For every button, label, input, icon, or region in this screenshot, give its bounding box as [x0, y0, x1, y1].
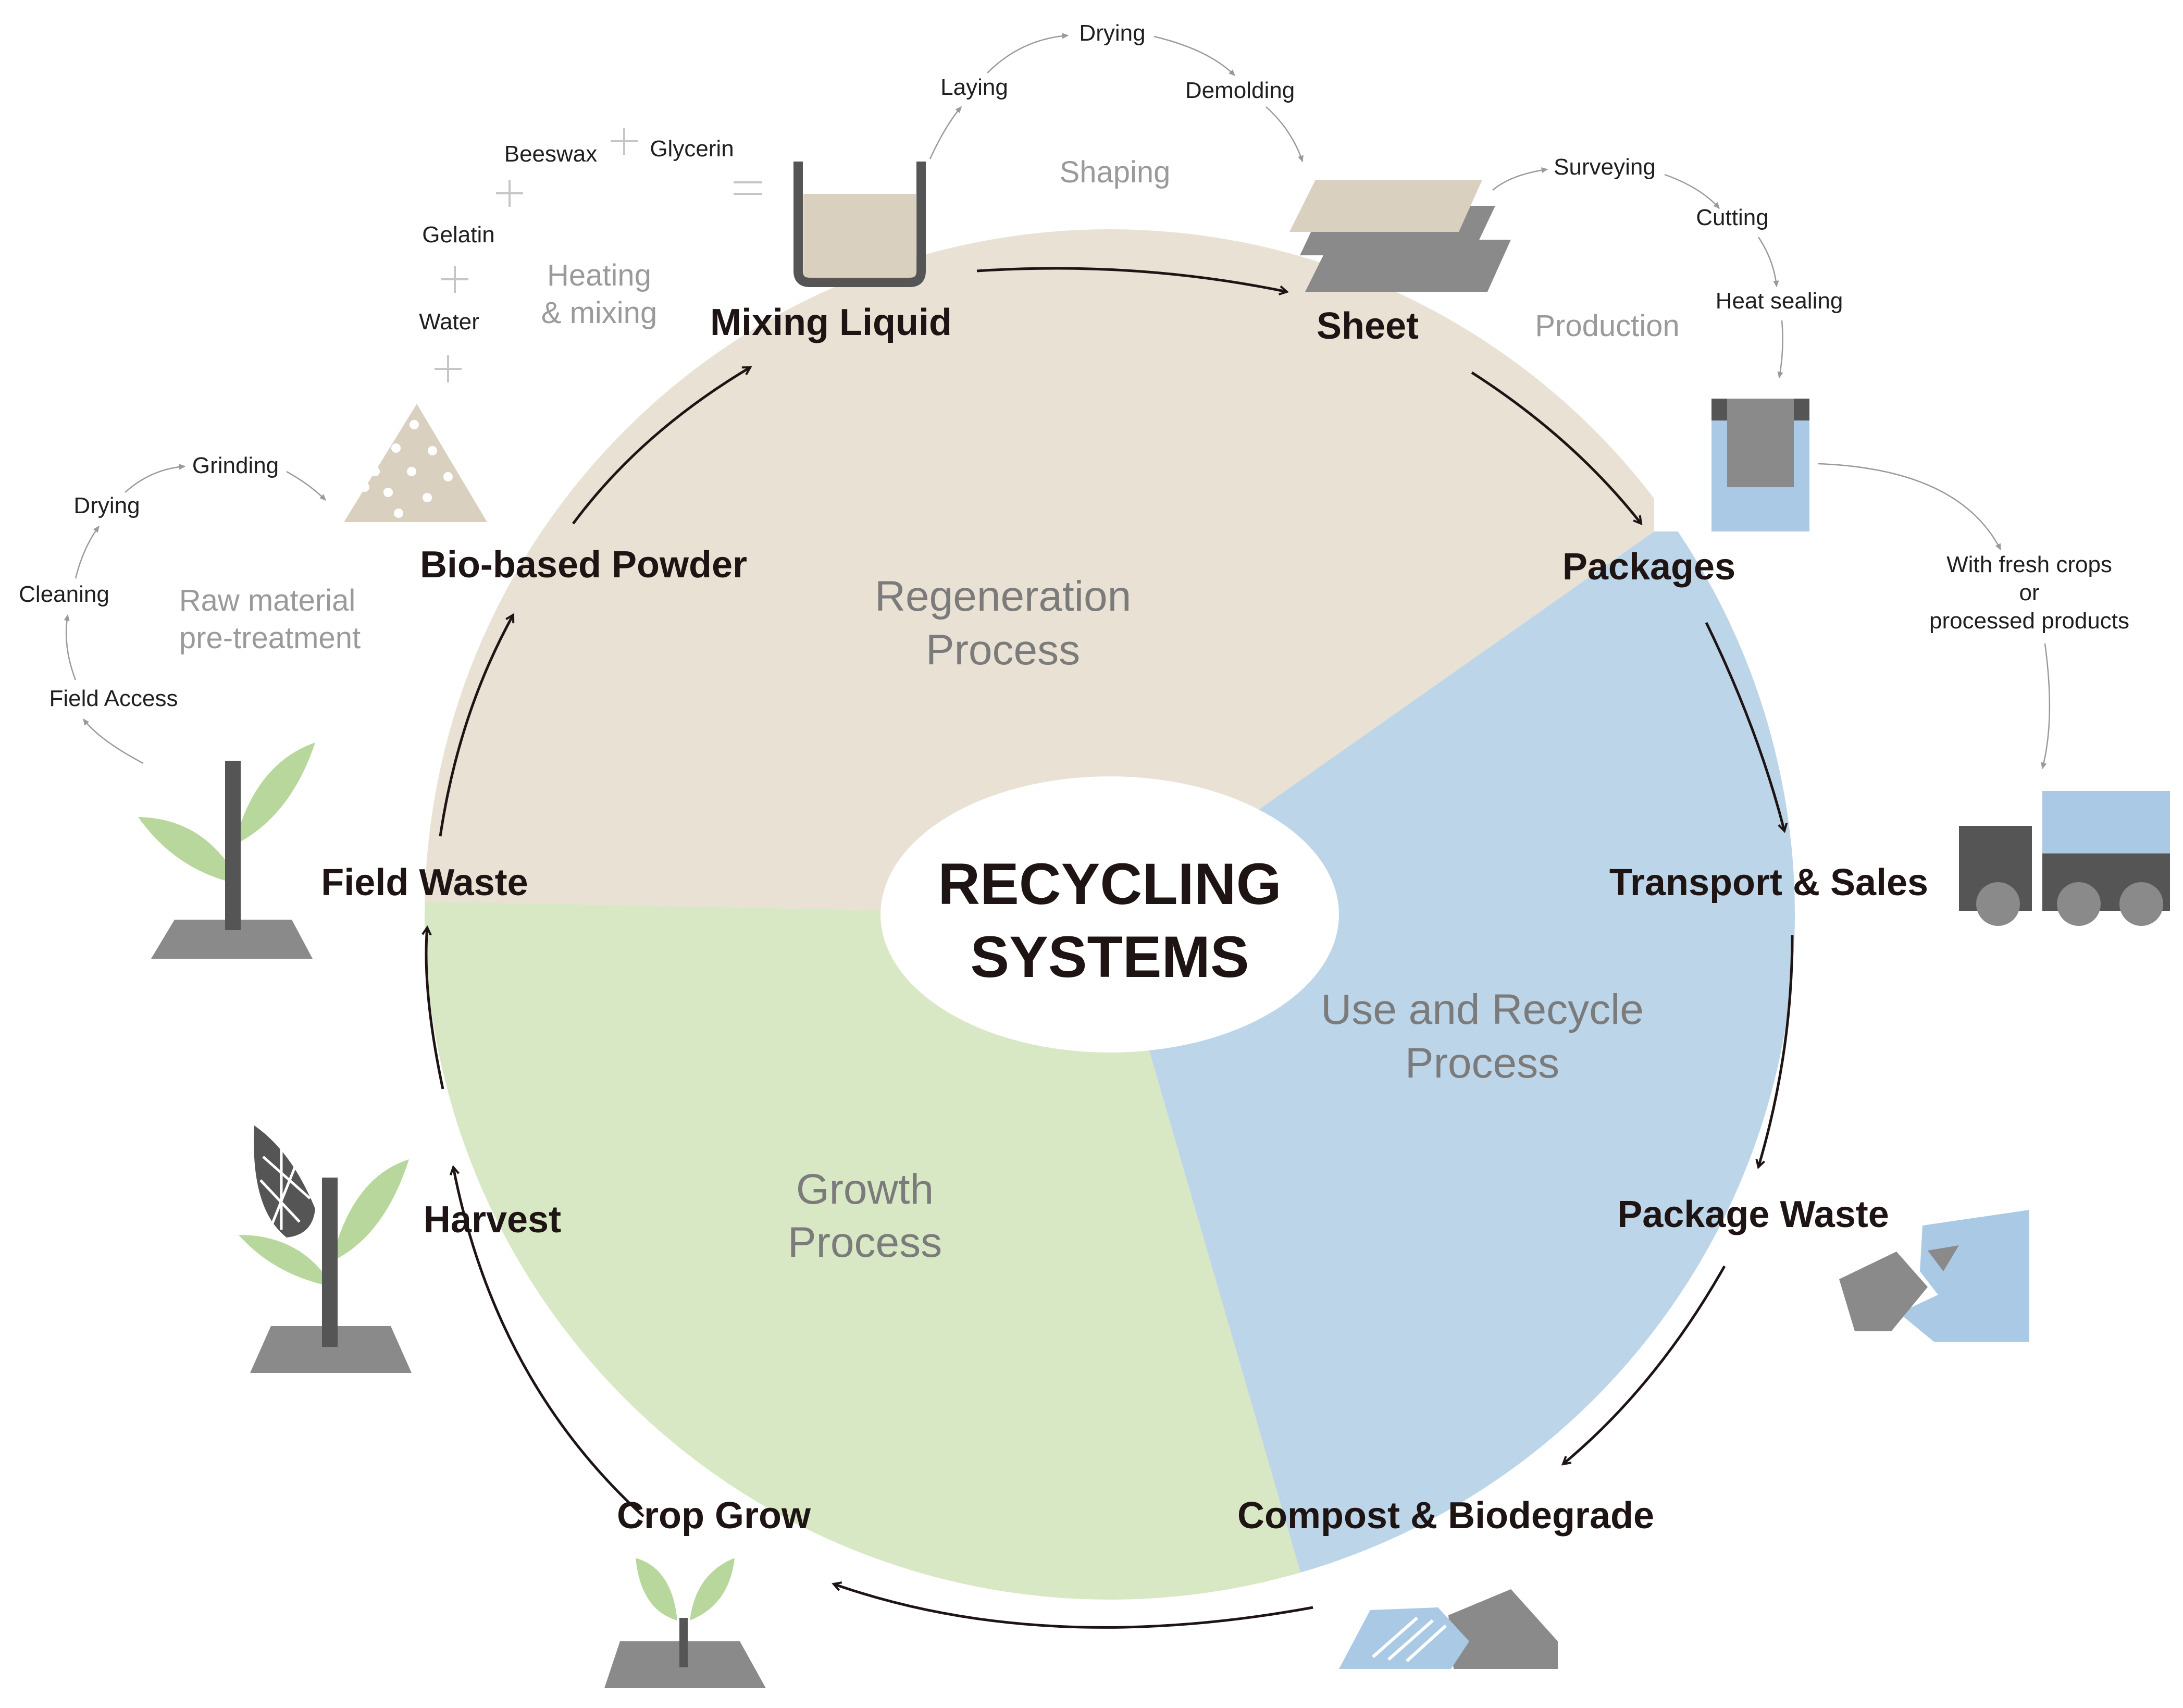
beaker-icon: [793, 162, 926, 287]
flow-laying-in: [929, 106, 962, 159]
node-harvest: Harvest: [424, 1199, 561, 1241]
use-recycle-sector: [1110, 531, 1795, 1600]
node-bio-based-powder: Bio-based Powder: [420, 544, 747, 586]
stage-heating-line2: & mixing: [541, 296, 657, 330]
node-crop-grow: Crop Grow: [617, 1495, 811, 1537]
growth-process-line2: Process: [788, 1219, 942, 1266]
stage-production: Production: [1535, 309, 1679, 343]
step-drying-left: Drying: [73, 493, 140, 518]
stage-raw-material-line1: Raw material: [179, 584, 355, 617]
step-surveying: Surveying: [1554, 154, 1656, 180]
arrow-to-mixing-liquid: [572, 366, 750, 525]
use-recycle-process-line2: Process: [1405, 1039, 1559, 1087]
regeneration-process-line2: Process: [926, 626, 1080, 674]
flow-note-truck: [2041, 643, 2051, 770]
arrow-to-sheet: [976, 267, 1287, 292]
step-grinding: Grinding: [192, 453, 279, 478]
flow-laying-drying: [987, 33, 1069, 73]
flow-drying-grinding: [125, 464, 186, 493]
field-plant-icon: [138, 742, 315, 959]
equals-sign: [734, 181, 762, 195]
flow-demolding-out: [1266, 106, 1304, 163]
ingredient-glycerin: Glycerin: [650, 136, 734, 162]
stage-shaping: Shaping: [1060, 155, 1171, 189]
flow-drying-demolding: [1153, 35, 1235, 76]
stage-raw-material-line2: pre-treatment: [179, 621, 361, 655]
stage-heating-line1: Heating: [547, 258, 651, 292]
node-package-waste: Package Waste: [1617, 1194, 1889, 1235]
sheet-stack-icon: [1289, 180, 1511, 292]
node-field-waste: Field Waste: [321, 862, 528, 903]
arrow-to-package-waste: [1758, 935, 1794, 1167]
arrow-to-bio-powder: [439, 615, 513, 837]
flow-access-cleaning: [64, 614, 77, 680]
package-icon: [1711, 399, 1809, 531]
flow-sheet-surveying: [1492, 167, 1548, 191]
node-packages: Packages: [1562, 546, 1735, 588]
ingredient-gelatin: Gelatin: [422, 222, 494, 247]
arrow-to-field-waste: [426, 927, 444, 1090]
node-mixing-liquid: Mixing Liquid: [710, 302, 952, 343]
arrow-to-harvest: [453, 1167, 644, 1517]
step-heat-sealing: Heat sealing: [1716, 288, 1843, 314]
step-cleaning: Cleaning: [19, 581, 109, 607]
arrow-to-transport: [1705, 622, 1784, 831]
growth-sector: [425, 894, 1339, 1600]
compost-icon: [1339, 1589, 1558, 1669]
plus-signs: [435, 128, 762, 382]
step-drying-top: Drying: [1079, 20, 1145, 46]
arrow-to-crop-grow: [834, 1584, 1313, 1629]
step-cutting: Cutting: [1696, 205, 1768, 230]
harvest-plant-icon: [239, 1125, 412, 1373]
step-demolding: Demolding: [1185, 78, 1295, 103]
flow-grinding-out: [286, 471, 326, 501]
arrow-to-compost: [1563, 1265, 1726, 1464]
cycle-arrows: [426, 267, 1794, 1629]
flow-cleaning-drying: [75, 525, 100, 579]
step-laying: Laying: [940, 75, 1008, 100]
note-fresh-crops-line1: With fresh crops: [1946, 552, 2112, 577]
center-ellipse: [880, 776, 1339, 1053]
center-title-line2: SYSTEMS: [970, 924, 1249, 989]
growth-process-line1: Growth: [796, 1166, 934, 1213]
ingredient-beeswax: Beeswax: [504, 141, 598, 167]
arrow-to-packages: [1471, 371, 1641, 524]
ingredient-water: Water: [419, 309, 479, 335]
flow-field-access: [83, 718, 144, 764]
center-title-line1: RECYCLING: [938, 851, 1282, 917]
truck-icon: [1959, 791, 2170, 926]
broken-package-icon: [1839, 1210, 2029, 1342]
flow-package-note: [1818, 463, 2002, 551]
note-fresh-crops-line2: or: [2019, 580, 2039, 605]
note-fresh-crops-line3: processed products: [1929, 608, 2129, 634]
flow-surveying-cutting: [1664, 174, 1720, 209]
node-sheet: Sheet: [1317, 305, 1419, 347]
flow-cutting-sealing: [1757, 237, 1779, 288]
flow-sealing-package: [1777, 320, 1783, 379]
step-field-access: Field Access: [49, 686, 178, 711]
use-recycle-process-line1: Use and Recycle: [1321, 986, 1644, 1033]
node-compost-biodegrade: Compost & Biodegrade: [1237, 1495, 1654, 1537]
powder-pile-icon: [344, 404, 487, 522]
node-transport-sales: Transport & Sales: [1609, 862, 1928, 903]
regeneration-process-line1: Regeneration: [875, 573, 1131, 620]
sprout-icon: [604, 1558, 766, 1688]
regeneration-sector: [425, 229, 1654, 914]
